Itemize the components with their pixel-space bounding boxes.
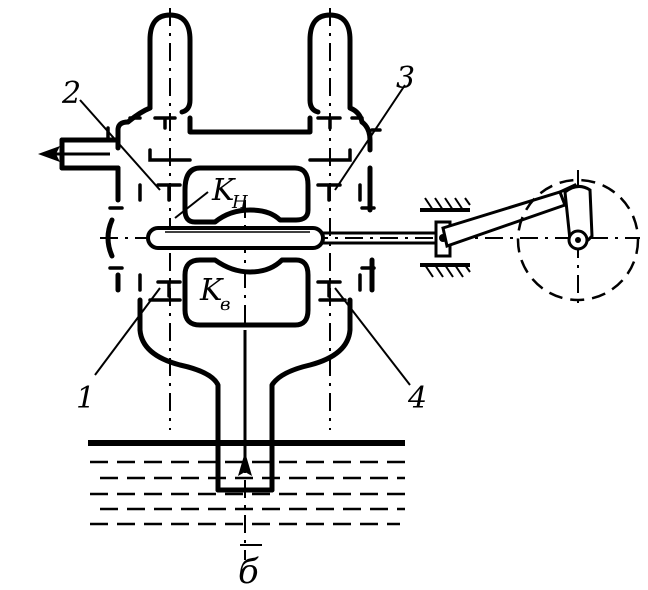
label-valve-2: 2 (61, 76, 81, 111)
label-valve-3: 3 (396, 61, 415, 96)
label-chamber-upper-sub: Н (231, 192, 248, 213)
piston (146, 226, 325, 250)
label-bottom: б (238, 544, 262, 590)
label-chamber-lower-main: K (199, 273, 224, 308)
connecting-rod (441, 183, 588, 248)
valve-2 (156, 183, 182, 202)
label-chamber-lower-sub: в (220, 294, 230, 315)
dome-valves (153, 116, 342, 130)
valve-1 (156, 280, 182, 298)
air-dome-right (307, 12, 365, 125)
suction-arrow (238, 330, 252, 476)
label-bottom-text: б (238, 552, 259, 590)
discharge-arrow (38, 146, 110, 162)
label-valve-4: 4 (407, 381, 427, 416)
label-chamber-upper-main: K (211, 173, 236, 208)
piston-rod (323, 231, 440, 245)
label-chamber-lower: K в (199, 273, 230, 315)
air-dome-left (125, 12, 193, 125)
chamber-lower (182, 257, 311, 328)
crank-arm (563, 185, 594, 251)
inner-passages (138, 148, 362, 302)
valve-3 (316, 183, 342, 202)
label-chamber-upper: K Н (211, 173, 248, 213)
valve-4 (316, 280, 342, 298)
label-valve-1: 1 (76, 381, 95, 416)
chamber-upper (182, 165, 311, 225)
leader-lines (79, 84, 411, 386)
